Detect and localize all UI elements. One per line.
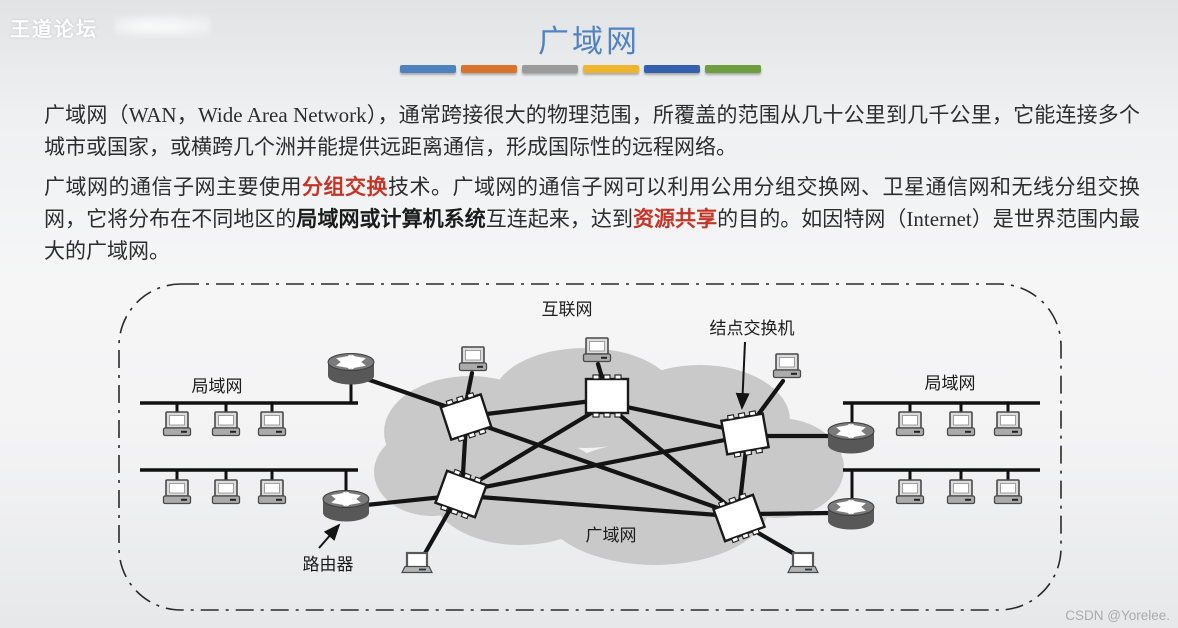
pc-icon	[582, 337, 612, 363]
p2-highlight-packet-switching: 分组交换	[302, 175, 388, 199]
p2-text-4: 的目的。如因特网（Internet）是世界范围内最大的广域网。	[44, 207, 1141, 263]
laptop-icon	[400, 551, 434, 574]
pc-icon	[993, 411, 1023, 437]
pc-icon	[946, 479, 976, 505]
router-1	[328, 354, 374, 385]
pc-icon	[162, 411, 192, 437]
pc-icon	[772, 353, 802, 379]
accent-bar-3	[522, 65, 578, 73]
pc-icon	[257, 411, 287, 437]
label-router: 路由器	[303, 555, 354, 574]
watermark-smudge	[115, 10, 210, 42]
label-lan-left: 局域网	[192, 377, 243, 396]
pc-icon	[162, 479, 192, 505]
pc-icon	[211, 479, 241, 505]
p2-text-2: 技术。广域网的通信子网可以利用公用分组交换网、卫星通信网和无线分组交换网，它将分…	[44, 175, 1140, 231]
p2-highlight-lan-systems: 局域网或计算机系统	[296, 207, 486, 231]
p2-text-1: 广域网的通信子网主要使用	[44, 175, 302, 199]
pc-icon	[257, 479, 287, 505]
router-2	[323, 491, 369, 522]
pc-icon	[895, 479, 925, 505]
paragraph-wan-subnet: 广域网的通信子网主要使用分组交换技术。广域网的通信子网可以利用公用分组交换网、卫…	[44, 171, 1140, 267]
label-internet: 互联网	[542, 300, 593, 319]
title-accent-bars	[400, 65, 761, 73]
router-4	[828, 499, 874, 530]
pc-icon	[211, 411, 241, 437]
p2-text-3: 互连起来，达到	[485, 207, 633, 231]
pc-icon	[946, 411, 976, 437]
label-node-switch: 结点交换机	[710, 319, 795, 338]
accent-bar-4	[583, 65, 639, 73]
accent-bar-5	[644, 65, 700, 73]
page-title: 广域网	[538, 24, 640, 59]
label-lan-right: 局域网	[925, 374, 976, 393]
pc-icon	[895, 411, 925, 437]
pc-icon	[458, 346, 488, 372]
laptop-icon	[786, 551, 820, 574]
label-wan: 广域网	[586, 526, 637, 545]
router-3	[828, 423, 874, 454]
watermark-wangdao: 王道论坛	[10, 19, 98, 41]
accent-bar-6	[705, 65, 761, 73]
node-switch-3	[584, 373, 630, 419]
node-switch-4	[719, 408, 771, 460]
accent-bar-2	[461, 65, 517, 73]
router-callout-arrow	[318, 523, 341, 549]
node-switch-callout-arrow	[735, 341, 750, 410]
diagram-border	[118, 283, 1062, 611]
watermark-csdn: CSDN @Yorelee.	[1065, 608, 1170, 623]
p2-highlight-resource-sharing: 资源共享	[632, 207, 718, 231]
accent-bar-1	[400, 65, 456, 73]
paragraph-wan-definition: 广域网（WAN，Wide Area Network），通常跨接很大的物理范围，所…	[44, 103, 1140, 159]
pc-icon	[993, 479, 1023, 505]
